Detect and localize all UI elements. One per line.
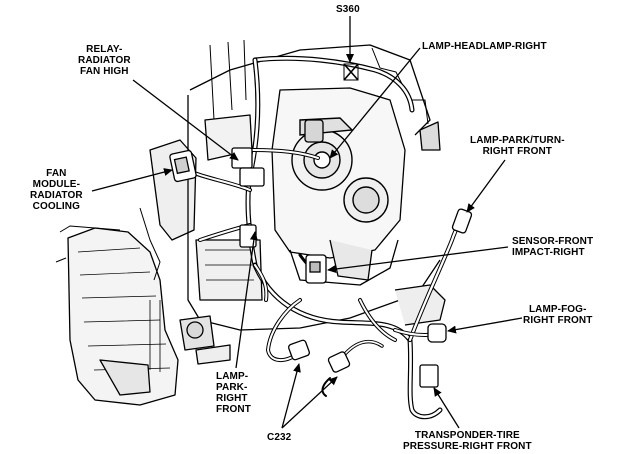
- leader-fog: [447, 317, 523, 334]
- label-line: RELAY-: [86, 44, 123, 55]
- label-line: LAMP-HEADLAMP-RIGHT: [422, 41, 547, 52]
- leader-fan-module: [91, 168, 173, 192]
- label-line: SENSOR-FRONT: [512, 236, 594, 247]
- label-line: LAMP-PARK/TURN-: [470, 135, 565, 146]
- label-line: RIGHT FRONT: [523, 315, 593, 326]
- label-line: IMPACT-RIGHT: [512, 247, 585, 258]
- label-line: MODULE-: [32, 179, 81, 190]
- label-line: RADIATOR: [78, 55, 131, 66]
- label-line: COOLING: [32, 201, 81, 212]
- leader-c232-b: [281, 376, 338, 429]
- label-lamp-park-right-front: LAMP- PARK- RIGHT FRONT: [216, 371, 251, 415]
- label-line: RIGHT FRONT: [482, 146, 553, 157]
- label-lamp-headlamp-right: LAMP-HEADLAMP-RIGHT: [422, 41, 547, 52]
- label-lamp-fog-right-front: LAMP-FOG- RIGHT FRONT: [523, 304, 592, 326]
- label-line: RADIATOR: [30, 190, 83, 201]
- label-line: FAN: [46, 168, 67, 179]
- label-line: LAMP-: [216, 371, 249, 382]
- label-lamp-park-turn-right-front: LAMP-PARK/TURN- RIGHT FRONT: [470, 135, 565, 157]
- label-line: FRONT: [216, 404, 251, 415]
- connectors: [169, 63, 473, 388]
- label-line: FAN HIGH: [80, 66, 129, 77]
- label-fan-module-radiator-cooling: FAN MODULE- RADIATOR COOLING: [30, 168, 83, 212]
- label-sensor-front-impact-right: SENSOR-FRONT IMPACT-RIGHT: [512, 236, 593, 258]
- label-relay-radiator-fan-high: RELAY- RADIATOR FAN HIGH: [78, 44, 131, 77]
- label-line: PRESSURE-RIGHT FRONT: [403, 441, 532, 452]
- leader-park-turn: [466, 159, 506, 213]
- label-line: TRANSPONDER-TIRE: [414, 430, 520, 441]
- leader-lines: [91, 16, 523, 429]
- leader-sensor: [327, 246, 509, 273]
- label-line: S360: [336, 4, 360, 15]
- leader-c232-a: [281, 363, 301, 429]
- leader-park: [235, 231, 258, 369]
- label-c232: C232: [267, 432, 291, 443]
- leader-relay: [132, 79, 239, 161]
- leader-headlamp: [329, 47, 421, 159]
- leader-tpm: [433, 387, 460, 429]
- label-s360: S360: [336, 4, 360, 15]
- label-transponder-tire-pressure-right-front: TRANSPONDER-TIRE PRESSURE-RIGHT FRONT: [403, 430, 532, 452]
- label-line: PARK-: [216, 382, 248, 393]
- label-line: C232: [267, 432, 292, 443]
- label-line: RIGHT: [216, 393, 248, 404]
- label-line: LAMP-FOG-: [528, 304, 587, 315]
